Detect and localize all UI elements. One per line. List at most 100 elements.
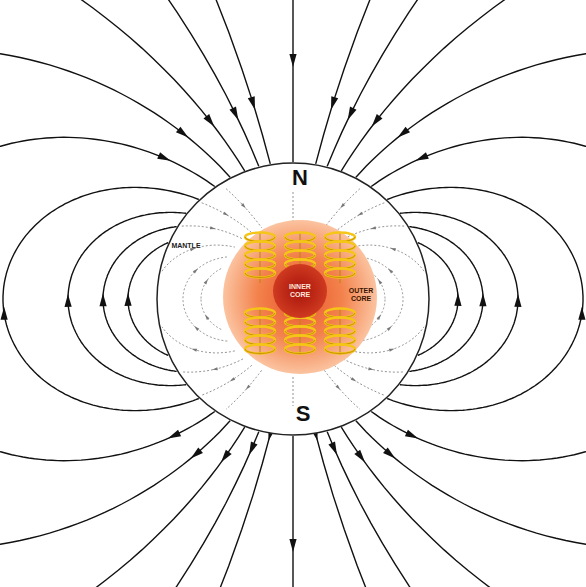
field-arrow (387, 326, 392, 331)
coil-shade (325, 349, 355, 354)
field-arrow (176, 127, 188, 138)
field-arrow (204, 279, 208, 284)
field-arrow (191, 349, 197, 352)
field-arrow (372, 114, 383, 127)
coil-winding (245, 318, 275, 327)
field-arrow (1, 307, 8, 320)
field-arrow (168, 430, 181, 439)
coil-winding (245, 336, 275, 345)
field-arrow (221, 450, 232, 463)
coil-winding (325, 260, 355, 269)
coil-winding (245, 242, 275, 251)
coil-winding (245, 327, 275, 336)
field-arrow (340, 203, 345, 208)
field-arrow (354, 450, 365, 463)
field-line (316, 0, 586, 587)
field-arrow (578, 307, 585, 320)
field-arrow (405, 430, 418, 439)
field-arrow (193, 268, 198, 273)
coil-winding (325, 345, 355, 354)
coil-winding (285, 251, 315, 260)
pole-letter: N (283, 166, 317, 190)
coil-winding (285, 327, 315, 336)
field-line (162, 327, 235, 353)
field-arrow (249, 442, 258, 455)
coil-winding (325, 327, 355, 336)
field-arrow (479, 293, 486, 306)
field-line (324, 370, 360, 409)
field-line (327, 0, 586, 587)
field-arrow (378, 279, 382, 284)
field-line (162, 245, 235, 271)
field-line (202, 203, 252, 233)
field-arrow (124, 293, 131, 306)
field-line (182, 359, 243, 372)
field-line (343, 226, 404, 239)
coil-axis (260, 309, 261, 355)
field-line (334, 365, 384, 395)
field-arrow (398, 127, 410, 138)
field-arrow (351, 377, 357, 381)
field-arrow (415, 152, 428, 161)
field-arrow (229, 107, 238, 120)
coil-winding (245, 309, 275, 318)
coil-shade (245, 273, 275, 278)
coil-winding (245, 233, 275, 242)
earth-surface (157, 163, 429, 435)
coil-winding (245, 345, 275, 354)
field-arrow (328, 442, 337, 455)
field-arrow (368, 367, 374, 370)
field-line (334, 203, 384, 233)
coil-winding (245, 260, 275, 269)
field-arrow (289, 54, 296, 67)
field-line (183, 257, 227, 298)
coil-winding (325, 251, 355, 260)
inner-field-line (293, 377, 294, 406)
field-arrow (514, 294, 521, 307)
field-line (324, 189, 360, 228)
layer-label: OUTER CORE (347, 287, 375, 302)
field-arrow (335, 385, 340, 390)
field-arrow (212, 367, 218, 370)
coil-winding (285, 345, 315, 354)
field-line (201, 269, 221, 299)
field-arrow (370, 226, 376, 229)
coil-shade (245, 349, 275, 354)
coil-winding (245, 269, 275, 278)
coil-winding (325, 233, 355, 242)
coil-winding (325, 336, 355, 345)
layer-label: INNER CORE (284, 283, 316, 298)
field-arrow (99, 293, 106, 306)
earth-circle: N MANTLE S OUTER CORE INNER CORE (156, 162, 430, 436)
coil-shade (325, 273, 355, 278)
field-line (202, 365, 252, 395)
field-line (226, 189, 262, 228)
coil-shade (285, 349, 315, 354)
field-arrow (358, 212, 364, 216)
field-arrow (205, 314, 209, 319)
coil-winding (285, 318, 315, 327)
inner-core-circle: INNER CORE (272, 263, 328, 319)
inner-core-fill (273, 264, 327, 318)
coil-winding (285, 233, 315, 242)
layer-label: MANTLE (166, 242, 206, 250)
field-arrow (377, 314, 381, 319)
pole-letter: S (286, 402, 320, 426)
coil-axis (340, 309, 341, 355)
outer-core-fill (223, 220, 377, 374)
field-arrow (223, 212, 229, 216)
field-arrow (388, 268, 393, 273)
field-line (201, 300, 221, 330)
coil-winding (325, 318, 355, 327)
field-arrow (331, 96, 338, 109)
coil-winding (245, 251, 275, 260)
coil-winding (325, 242, 355, 251)
field-arrow (157, 152, 170, 161)
field-arrow (191, 447, 203, 458)
field-line (182, 226, 243, 239)
field-arrow (246, 385, 251, 390)
coil-winding (285, 242, 315, 251)
field-arrow (241, 203, 246, 208)
field-line (226, 370, 262, 409)
coil-winding (325, 269, 355, 278)
